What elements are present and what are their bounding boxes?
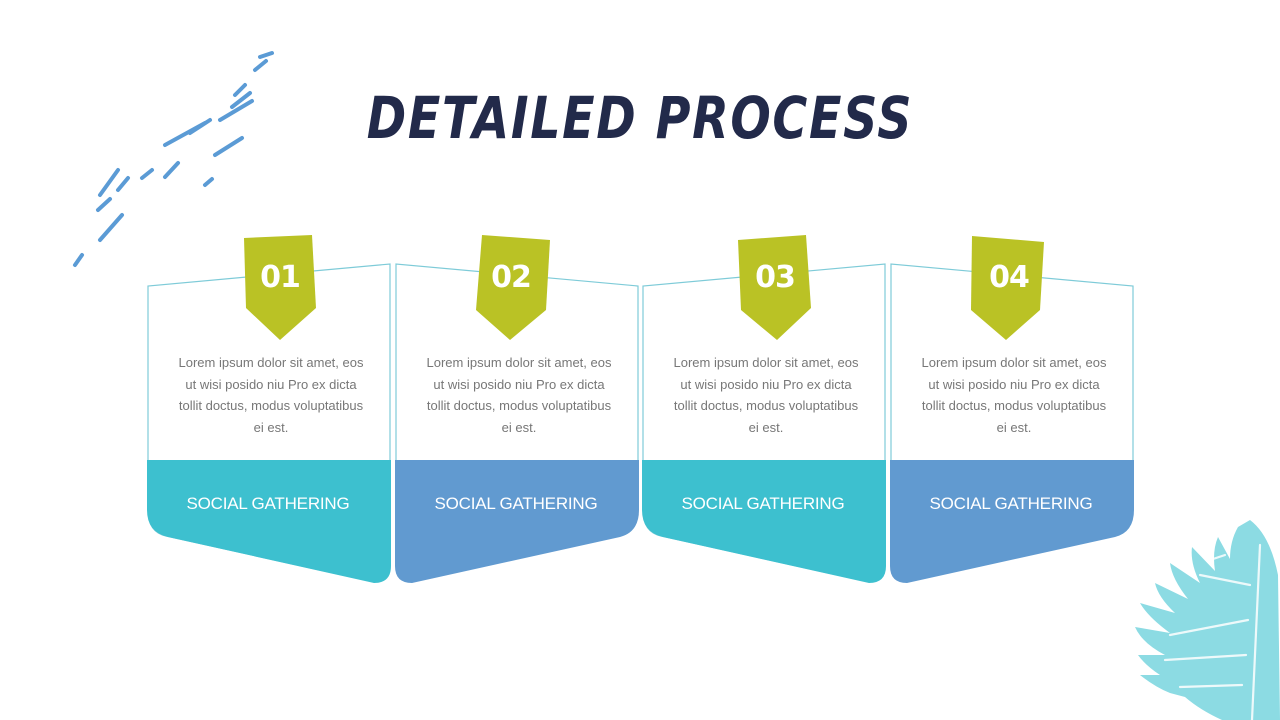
step-label: SOCIAL GATHERING xyxy=(434,494,598,513)
step-number: 04 xyxy=(989,260,1030,295)
process-step-2: 02 Lorem ipsum dolor sit amet, eos ut wi… xyxy=(394,230,644,590)
leaf-icon xyxy=(1135,520,1280,720)
step-label: SOCIAL GATHERING xyxy=(186,494,350,513)
step-card-shape xyxy=(642,263,886,583)
step-description: Lorem ipsum dolor sit amet, eos ut wisi … xyxy=(426,355,612,435)
process-step-4: 04 Lorem ipsum dolor sit amet, eos ut wi… xyxy=(889,230,1139,590)
step-number: 02 xyxy=(491,260,532,295)
step-card-shape xyxy=(147,263,391,583)
process-step-3: 03 Lorem ipsum dolor sit amet, eos ut wi… xyxy=(641,230,891,590)
step-label: SOCIAL GATHERING xyxy=(681,494,845,513)
brush-strokes-icon xyxy=(73,51,274,267)
step-description: Lorem ipsum dolor sit amet, eos ut wisi … xyxy=(673,355,859,435)
process-step-1: 01 Lorem ipsum dolor sit amet, eos ut wi… xyxy=(146,230,396,590)
step-description: Lorem ipsum dolor sit amet, eos ut wisi … xyxy=(178,355,364,435)
step-number: 01 xyxy=(260,260,301,295)
step-description: Lorem ipsum dolor sit amet, eos ut wisi … xyxy=(921,355,1107,435)
page-title: DETAILED PROCESS xyxy=(366,84,914,152)
step-card-shape xyxy=(890,263,1134,583)
step-number: 03 xyxy=(755,260,796,295)
step-card-shape xyxy=(395,263,639,583)
step-label: SOCIAL GATHERING xyxy=(929,494,1093,513)
